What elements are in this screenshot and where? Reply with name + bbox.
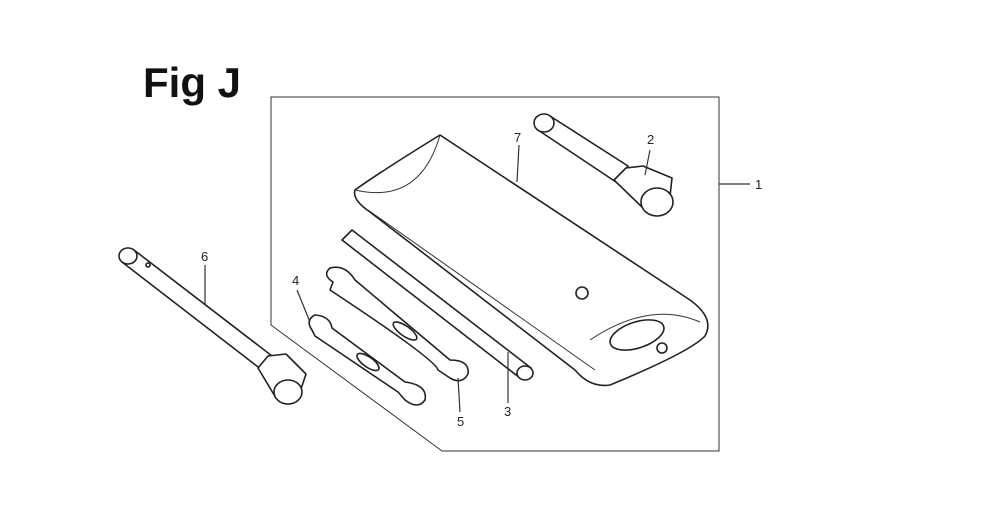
leader-4 bbox=[296, 289, 311, 323]
callout-1: 1 bbox=[755, 177, 762, 192]
callout-5: 5 bbox=[457, 414, 464, 429]
handle-rod bbox=[341, 229, 534, 381]
leader-7 bbox=[516, 144, 520, 183]
leader-2 bbox=[644, 149, 651, 176]
callout-6: 6 bbox=[201, 249, 208, 264]
callout-2: 2 bbox=[647, 132, 654, 147]
callout-3: 3 bbox=[504, 404, 511, 419]
open-end-wrench-small bbox=[308, 314, 427, 406]
callout-4: 4 bbox=[292, 273, 299, 288]
open-end-wrench-large bbox=[325, 266, 469, 382]
assembly-boundary bbox=[270, 96, 720, 452]
callout-7: 7 bbox=[514, 130, 521, 145]
box-wrench bbox=[118, 247, 307, 405]
figure-title: Fig J bbox=[143, 59, 242, 106]
leader-5 bbox=[457, 377, 461, 413]
spark-plug-wrench bbox=[533, 113, 674, 217]
tool-bag bbox=[353, 134, 709, 387]
